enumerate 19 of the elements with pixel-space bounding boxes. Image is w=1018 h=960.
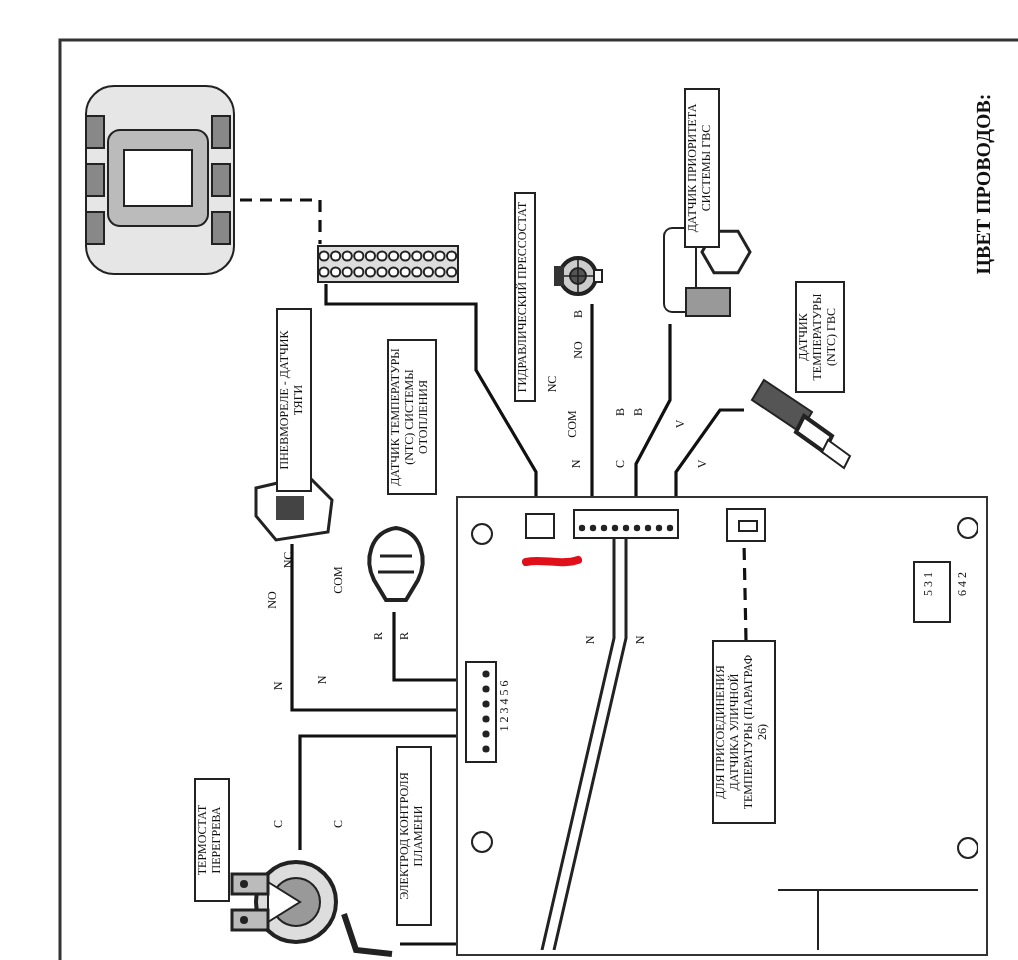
- connector-socket: [726, 508, 766, 542]
- wire: [290, 544, 456, 712]
- label-box: [513, 191, 535, 401]
- label-box: [276, 308, 312, 492]
- label-box: [396, 746, 432, 926]
- label-box: [712, 640, 776, 824]
- wire: [298, 734, 456, 850]
- thermostat-drawing: [80, 80, 240, 280]
- wire: [674, 408, 744, 496]
- label-box: [795, 280, 845, 392]
- terminal-block-drawing: [316, 244, 460, 284]
- wire: [400, 942, 456, 946]
- legend-heading: ЦВЕТ ПРОВОДОВ:: [976, 93, 996, 275]
- label-box: [194, 778, 230, 902]
- wire: [634, 324, 672, 496]
- wire: [324, 284, 538, 496]
- dashed-wire: [240, 198, 322, 244]
- wire: [392, 612, 456, 682]
- wire: [590, 304, 594, 496]
